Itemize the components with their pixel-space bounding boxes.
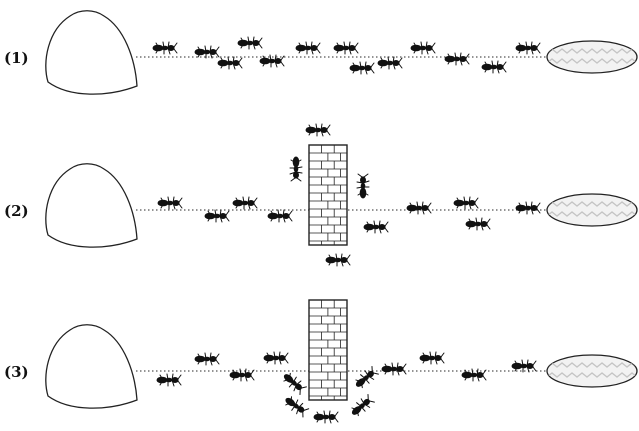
ant-icon <box>377 56 403 70</box>
food-source-icon <box>546 354 638 388</box>
ant-icon <box>194 45 220 59</box>
ant-icon <box>349 61 375 75</box>
ant-icon <box>461 368 487 382</box>
ant-icon <box>194 352 220 366</box>
ant-icon <box>444 52 470 66</box>
ant-icon <box>511 359 537 373</box>
ants-panel-1 <box>152 36 541 75</box>
ant-icon <box>453 196 479 210</box>
ant-icon <box>333 41 359 55</box>
ant-icon <box>465 217 491 231</box>
ant-icon <box>295 41 321 55</box>
brick-wall-icon <box>308 299 348 401</box>
panel-3: (3) <box>4 299 638 424</box>
food-source-icon <box>546 193 638 227</box>
panel-label-2: (2) <box>4 202 29 220</box>
ant-icon <box>406 201 432 215</box>
ant-icon <box>157 196 183 210</box>
ants-panel-2 <box>157 123 541 267</box>
panel-2: (2) <box>4 123 638 267</box>
nest-icon <box>45 163 138 248</box>
ant-icon <box>515 41 541 55</box>
ant-icon <box>325 253 351 267</box>
nest-icon <box>45 10 138 95</box>
panel-label-3: (3) <box>4 363 29 381</box>
ant-icon <box>363 220 389 234</box>
panel-1: (1) <box>4 10 638 95</box>
ant-icon <box>281 393 310 419</box>
ant-icon <box>419 351 445 365</box>
ant-icon <box>313 410 339 424</box>
nest-icon <box>45 324 138 409</box>
ant-icon <box>237 36 263 50</box>
ant-icon <box>263 351 289 365</box>
ant-icon <box>232 196 258 210</box>
ant-icon <box>356 173 370 199</box>
ant-icon <box>280 369 308 396</box>
ant-icon <box>348 393 376 420</box>
ant-icon <box>381 362 407 376</box>
ant-icon <box>229 368 255 382</box>
food-source-icon <box>546 40 638 74</box>
ant-icon <box>204 209 230 223</box>
ant-icon <box>352 365 380 392</box>
ant-icon <box>267 209 293 223</box>
ant-icon <box>410 41 436 55</box>
brick-wall-icon <box>308 144 348 246</box>
ant-icon <box>289 156 303 182</box>
panel-label-1: (1) <box>4 49 29 67</box>
ant-icon <box>156 373 182 387</box>
ant-icon <box>481 60 507 74</box>
ant-icon <box>305 123 331 137</box>
ant-icon <box>152 41 178 55</box>
ant-icon <box>515 201 541 215</box>
ant-icon <box>217 56 243 70</box>
